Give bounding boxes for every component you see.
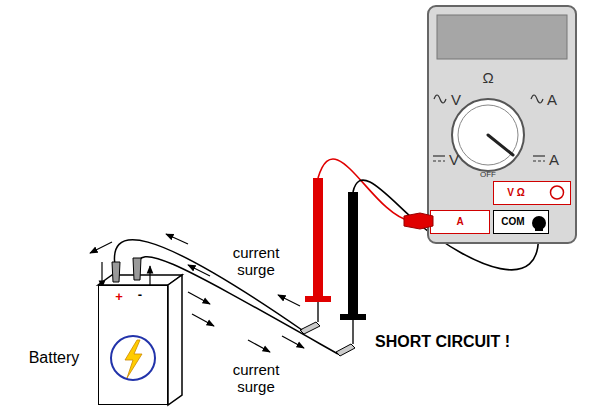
battery-box: +-Battery [98,285,168,405]
black-probe [336,192,366,356]
battery-logo [99,286,167,404]
jack-box: A [430,210,490,234]
dial-label: OFF [480,171,496,179]
dial-label: V [451,92,461,107]
jack-box: COM [493,210,549,234]
jack-box: V Ω [493,181,571,205]
dial-label: A [549,152,559,167]
multimeter-body: V Ω A COM Ω V A V A OFF [427,5,577,244]
jack-label: A [456,217,463,227]
dial-label: V [449,152,459,167]
annotation: current surge [218,361,294,396]
jack-label: COM [501,217,524,227]
terminal-clip [112,258,141,282]
dial-label: A [547,92,557,107]
dial-label: Ω [482,70,493,85]
terminal-sign: - [138,288,142,301]
meter-face [429,7,575,242]
red-probe [300,178,331,334]
annotation: current surge [218,244,294,279]
component-label: Battery [29,350,80,366]
jack-socket [494,182,570,204]
jack-label: V Ω [507,188,524,198]
warning-label: SHORT CIRCUIT ! [375,333,510,351]
red-lead [318,159,410,221]
terminal-sign: + [115,290,123,303]
battery-body [98,275,182,405]
